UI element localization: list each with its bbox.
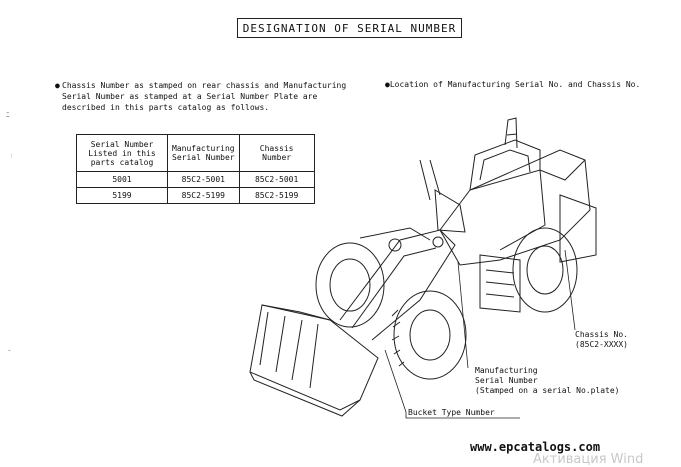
binding-mark: ﹕ — [8, 151, 15, 159]
serial-table: Serial Number Listed in this parts catal… — [76, 134, 315, 204]
table-row: 5001 85C2-5001 85C2-5001 — [76, 171, 315, 188]
front-wheel-drawing — [315, 242, 467, 380]
page-title: DESIGNATION OF SERIAL NUMBER — [237, 18, 462, 38]
cell-chassis: 85C2-5199 — [238, 187, 315, 204]
header-manufacturing: Manufacturing Serial Number — [167, 134, 240, 172]
footer-url: www.epcatalogs.com — [470, 440, 601, 454]
cab-drawing — [419, 139, 541, 233]
callout-leader-lines — [384, 249, 576, 419]
table-header-row: Serial Number Listed in this parts catal… — [76, 134, 315, 172]
rear-wheel-drawing — [512, 227, 578, 313]
boom-arm-drawing — [339, 227, 456, 341]
bucket-drawing — [249, 304, 379, 417]
manufacturing-callout: Manufacturing Serial Number (Stamped on … — [475, 366, 620, 395]
activation-watermark: Активация Wind — [533, 452, 644, 467]
bucket-callout: Bucket Type Number — [408, 408, 495, 417]
intro-text: Chassis Number as stamped on rear chassi… — [62, 81, 347, 112]
bullet-icon: ● — [55, 81, 60, 90]
header-chassis: Chassis Number — [238, 134, 315, 172]
intro-paragraph: ● Chassis Number as stamped on rear chas… — [55, 80, 362, 113]
exhaust-stack-drawing — [504, 117, 518, 149]
binding-mark: ﹣ — [6, 346, 13, 354]
chassis-callout: Chassis No. (85C2-XXXX) — [575, 330, 628, 349]
location-note: ●Location of Manufacturing Serial No. an… — [385, 80, 641, 89]
binding-mark: ﾆ — [6, 111, 10, 119]
cell-serial: 5199 — [76, 187, 168, 204]
machine-body-drawing — [439, 149, 597, 313]
table-row: 5199 85C2-5199 85C2-5199 — [76, 187, 315, 204]
